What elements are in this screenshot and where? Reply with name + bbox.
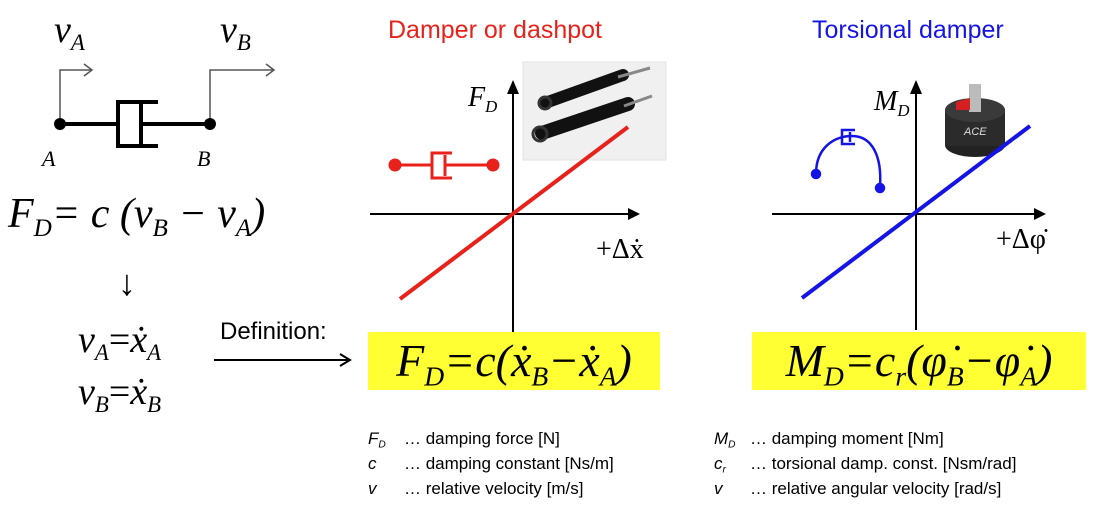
damper-graph — [370, 61, 667, 340]
definition-arrow — [214, 353, 352, 367]
definition-symbol: FD — [368, 429, 386, 451]
definition-symbol: v — [368, 479, 377, 498]
svg-text:ACE: ACE — [963, 126, 987, 138]
definition-text: … relative velocity [m/s] — [404, 479, 584, 498]
definition-symbol: c — [368, 454, 377, 473]
definition-text: … damping constant [Ns/m] — [404, 454, 614, 473]
point-b-dot — [204, 118, 216, 130]
definition-symbol: MD — [714, 429, 736, 451]
definition-row: MD … damping moment [Nm] — [714, 426, 1016, 451]
point-label-a: A — [42, 146, 56, 171]
definition-row: v … relative velocity [m/s] — [368, 476, 614, 501]
definition-symbol: v — [714, 479, 723, 498]
small-torsional-symbol — [810, 128, 886, 194]
force-equation: FD= c (vB − vA) — [8, 191, 266, 242]
definition-label: Definition: — [220, 318, 327, 345]
velocity-label-a: vA — [54, 9, 85, 55]
definition-text: … damping force [N] — [404, 429, 560, 448]
definition-text: … torsional damp. const. [Nsm/rad] — [750, 454, 1017, 473]
force-axis-label: FD — [468, 82, 498, 116]
moment-axis-label: MD — [874, 86, 910, 120]
definition-row: cr … torsional damp. const. [Nsm/rad] — [714, 451, 1016, 476]
definition-row: FD … damping force [N] — [368, 426, 614, 451]
torsional-title: Torsional damper — [812, 16, 1004, 44]
velocity-arrow-a — [59, 63, 94, 123]
damper-title: Damper or dashpot — [388, 16, 603, 44]
torsional-definitions: MD … damping moment [Nm] cr … torsional da… — [714, 426, 1016, 501]
velocity-equation-b: vB=ẋB — [78, 371, 162, 417]
velocity-equation-a: vA=ẋA — [78, 319, 162, 365]
linear-damper-schematic — [54, 63, 352, 367]
damper-characteristic-line — [398, 125, 630, 301]
velocity-axis-label: +Δẋ — [596, 234, 644, 265]
implies-arrow: ↓ — [118, 262, 136, 303]
small-damper-symbol — [388, 151, 500, 180]
definition-text: … relative angular velocity [rad/s] — [750, 479, 1002, 498]
definition-row: v … relative angular velocity [rad/s] — [714, 476, 1016, 501]
definition-row: c … damping constant [Ns/m] — [368, 451, 614, 476]
damper-definitions: FD … damping force [N] c … damping constan… — [368, 426, 614, 501]
definition-text: … damping moment [Nm] — [750, 429, 944, 448]
torsional-formula: MD=cr(φ̇B−φ̇A) — [752, 332, 1086, 390]
shock-absorber-photo — [522, 61, 667, 161]
damper-cylinder — [116, 100, 158, 148]
damper-formula: FD=c(ẋB−ẋA) — [368, 332, 660, 390]
angular-velocity-axis-label: +Δφ̇ — [996, 224, 1046, 255]
definition-symbol: cr — [714, 454, 726, 476]
point-label-b: B — [197, 146, 211, 171]
torsional-graph: ACE — [772, 80, 1046, 330]
point-a-dot — [54, 118, 66, 130]
torsional-characteristic-line — [800, 124, 1032, 300]
velocity-arrow-b — [209, 63, 276, 123]
velocity-label-b: vB — [220, 9, 251, 55]
rotary-damper-photo: ACE — [945, 84, 1005, 157]
